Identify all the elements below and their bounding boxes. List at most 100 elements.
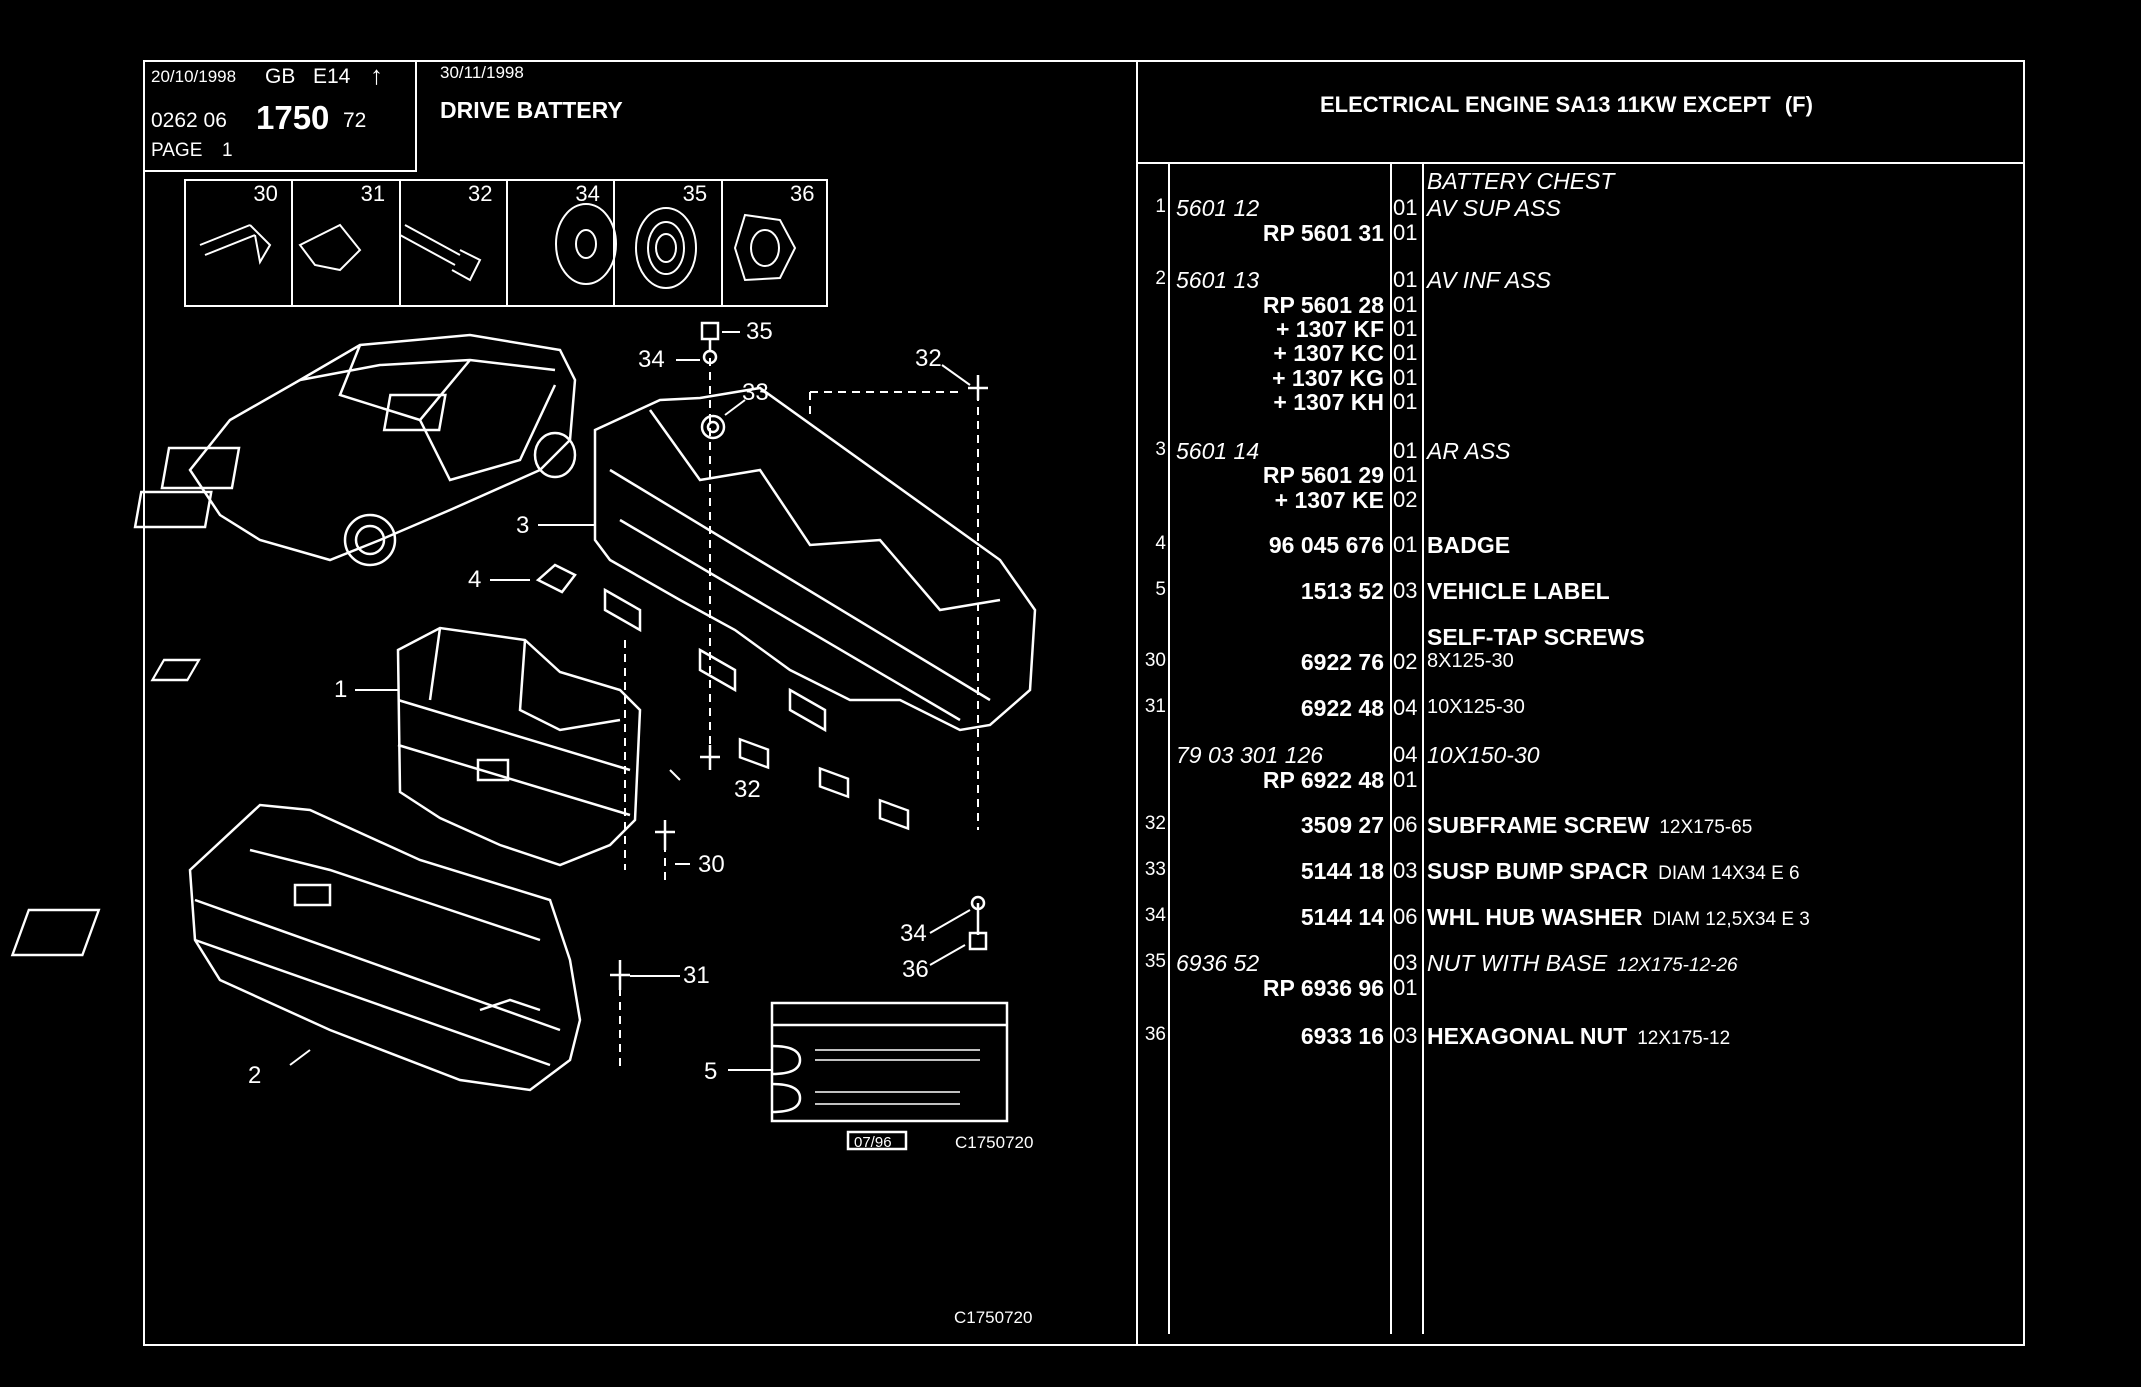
header-date1: 20/10/1998 xyxy=(151,67,237,86)
label-code: C1750720 xyxy=(955,1133,1034,1152)
part-dimension: 12X175-65 xyxy=(1659,817,1753,838)
part-reference: 5601 13 xyxy=(1176,267,1260,293)
page-frame xyxy=(143,60,2025,1346)
part-item-number: 5 xyxy=(1155,579,1166,600)
part-reference: RP 5601 31 xyxy=(1262,220,1384,246)
part-dimension: DIAM 12,5X34 E 3 xyxy=(1652,909,1810,930)
part-item-number: 30 xyxy=(1144,650,1166,671)
part-reference: 6922 76 xyxy=(1300,649,1384,675)
part-quantity: 01 xyxy=(1393,316,1418,341)
part-reference: 5144 14 xyxy=(1300,904,1384,930)
group-title: DRIVE BATTERY xyxy=(440,97,623,123)
header-date2: 30/11/1998 xyxy=(440,63,524,82)
catalog-prefix: 0262 06 xyxy=(151,109,227,132)
part-description: 8X125-30 xyxy=(1427,650,1514,672)
part-quantity: 04 xyxy=(1393,742,1418,767)
engine-title-text: ELECTRICAL ENGINE SA13 11KW EXCEPT xyxy=(1320,92,1771,117)
part-reference: + 1307 KF xyxy=(1275,316,1384,342)
part-reference: 79 03 301 126 xyxy=(1176,742,1324,768)
engine-title-suffix: (F) xyxy=(1784,92,1813,117)
part-reference: 6922 48 xyxy=(1300,695,1384,721)
callout-36: 36 xyxy=(902,956,929,983)
header-arrow-icon: ↑ xyxy=(370,60,383,90)
hardware-cell-divider xyxy=(506,179,508,307)
part-item-number: 4 xyxy=(1155,533,1166,554)
part-quantity: 03 xyxy=(1393,578,1418,603)
part-reference: 6933 16 xyxy=(1300,1023,1384,1049)
header-code: E14 xyxy=(313,65,351,88)
part-item-number: 35 xyxy=(1144,951,1166,972)
part-dimension: 12X175-12-26 xyxy=(1617,955,1738,976)
part-quantity: 01 xyxy=(1393,195,1418,220)
part-quantity: 03 xyxy=(1393,858,1418,883)
part-reference: 6936 52 xyxy=(1176,950,1260,976)
part-description: AV INF ASS xyxy=(1427,267,1551,293)
callout-34-top: 34 xyxy=(638,346,665,373)
page-label: PAGE xyxy=(151,140,203,161)
callout-33: 33 xyxy=(742,379,769,406)
hardware-cell-number: 35 xyxy=(682,181,708,206)
part-quantity: 01 xyxy=(1393,389,1418,414)
callout-32-top: 32 xyxy=(915,345,942,372)
callout-31: 31 xyxy=(683,962,710,989)
part-item-number: 32 xyxy=(1144,813,1166,834)
hardware-cell-number: 31 xyxy=(360,181,386,206)
part-description: BADGE xyxy=(1427,532,1511,558)
part-reference: + 1307 KC xyxy=(1273,340,1384,366)
center-divider xyxy=(1136,60,1138,1346)
header-market: GB xyxy=(265,65,296,88)
callout-3: 3 xyxy=(516,512,530,539)
part-quantity: 01 xyxy=(1393,365,1418,390)
part-item-number: 34 xyxy=(1144,905,1166,926)
part-quantity: 01 xyxy=(1393,975,1418,1000)
part-reference: 5601 12 xyxy=(1176,195,1260,221)
catalog-suffix: 72 xyxy=(343,109,367,132)
table-col-line-2 xyxy=(1390,162,1392,1334)
battery-chest-front-upper xyxy=(150,626,642,867)
hardware-cell-number: 34 xyxy=(575,181,600,206)
hardware-cell-number: 32 xyxy=(468,181,493,206)
part-dimension: DIAM 14X34 E 6 xyxy=(1658,863,1800,884)
callout-1: 1 xyxy=(334,676,348,703)
callout-2: 2 xyxy=(248,1062,262,1089)
part-description: AV SUP ASS xyxy=(1427,195,1561,221)
part-description: SELF-TAP SCREWS xyxy=(1427,624,1645,650)
part-reference: 5144 18 xyxy=(1300,858,1384,884)
vehicle-illustration xyxy=(133,333,577,567)
part-reference: RP 6936 96 xyxy=(1262,975,1384,1001)
part-description: BATTERY CHEST xyxy=(1427,168,1615,194)
hardware-cell-divider xyxy=(291,179,294,307)
part-description: VEHICLE LABEL xyxy=(1427,578,1610,604)
part-quantity: 01 xyxy=(1393,340,1418,365)
part-quantity: 04 xyxy=(1393,695,1418,720)
part-quantity: 01 xyxy=(1393,220,1418,245)
table-col-line-3 xyxy=(1422,162,1424,1334)
footer-code: C1750720 xyxy=(954,1308,1033,1327)
part-dimension: 12X175-12 xyxy=(1637,1028,1731,1049)
callout-4: 4 xyxy=(468,566,482,593)
callout-32-bottom: 32 xyxy=(734,776,761,803)
part-reference: RP 5601 28 xyxy=(1262,292,1384,318)
part-description: AR ASS xyxy=(1427,438,1511,464)
part-quantity: 01 xyxy=(1393,532,1418,557)
callout-35: 35 xyxy=(746,318,773,345)
engine-title: ELECTRICAL ENGINE SA13 11KW EXCEPT (F) xyxy=(1320,94,1813,116)
callout-5: 5 xyxy=(704,1058,718,1085)
part-item-number: 3 xyxy=(1155,439,1166,460)
battery-chest-front-lower xyxy=(10,803,582,1092)
part-quantity: 01 xyxy=(1393,462,1418,487)
vehicle-label-part xyxy=(770,1001,1009,1123)
part-reference: + 1307 KH xyxy=(1273,389,1384,415)
part-reference: + 1307 KE xyxy=(1274,487,1384,513)
part-quantity: 01 xyxy=(1393,438,1418,463)
hardware-cell-number: 30 xyxy=(253,181,278,206)
part-reference: RP 6922 48 xyxy=(1262,767,1384,793)
hardware-cell-divider xyxy=(613,179,616,307)
part-item-number: 33 xyxy=(1144,859,1166,880)
hardware-cell-divider xyxy=(398,179,401,307)
callout-34-bottom: 34 xyxy=(900,920,927,947)
part-description: 10X150-30 xyxy=(1427,742,1540,768)
hardware-cell-divider xyxy=(720,179,723,307)
label-date: 07/96 xyxy=(854,1134,892,1151)
